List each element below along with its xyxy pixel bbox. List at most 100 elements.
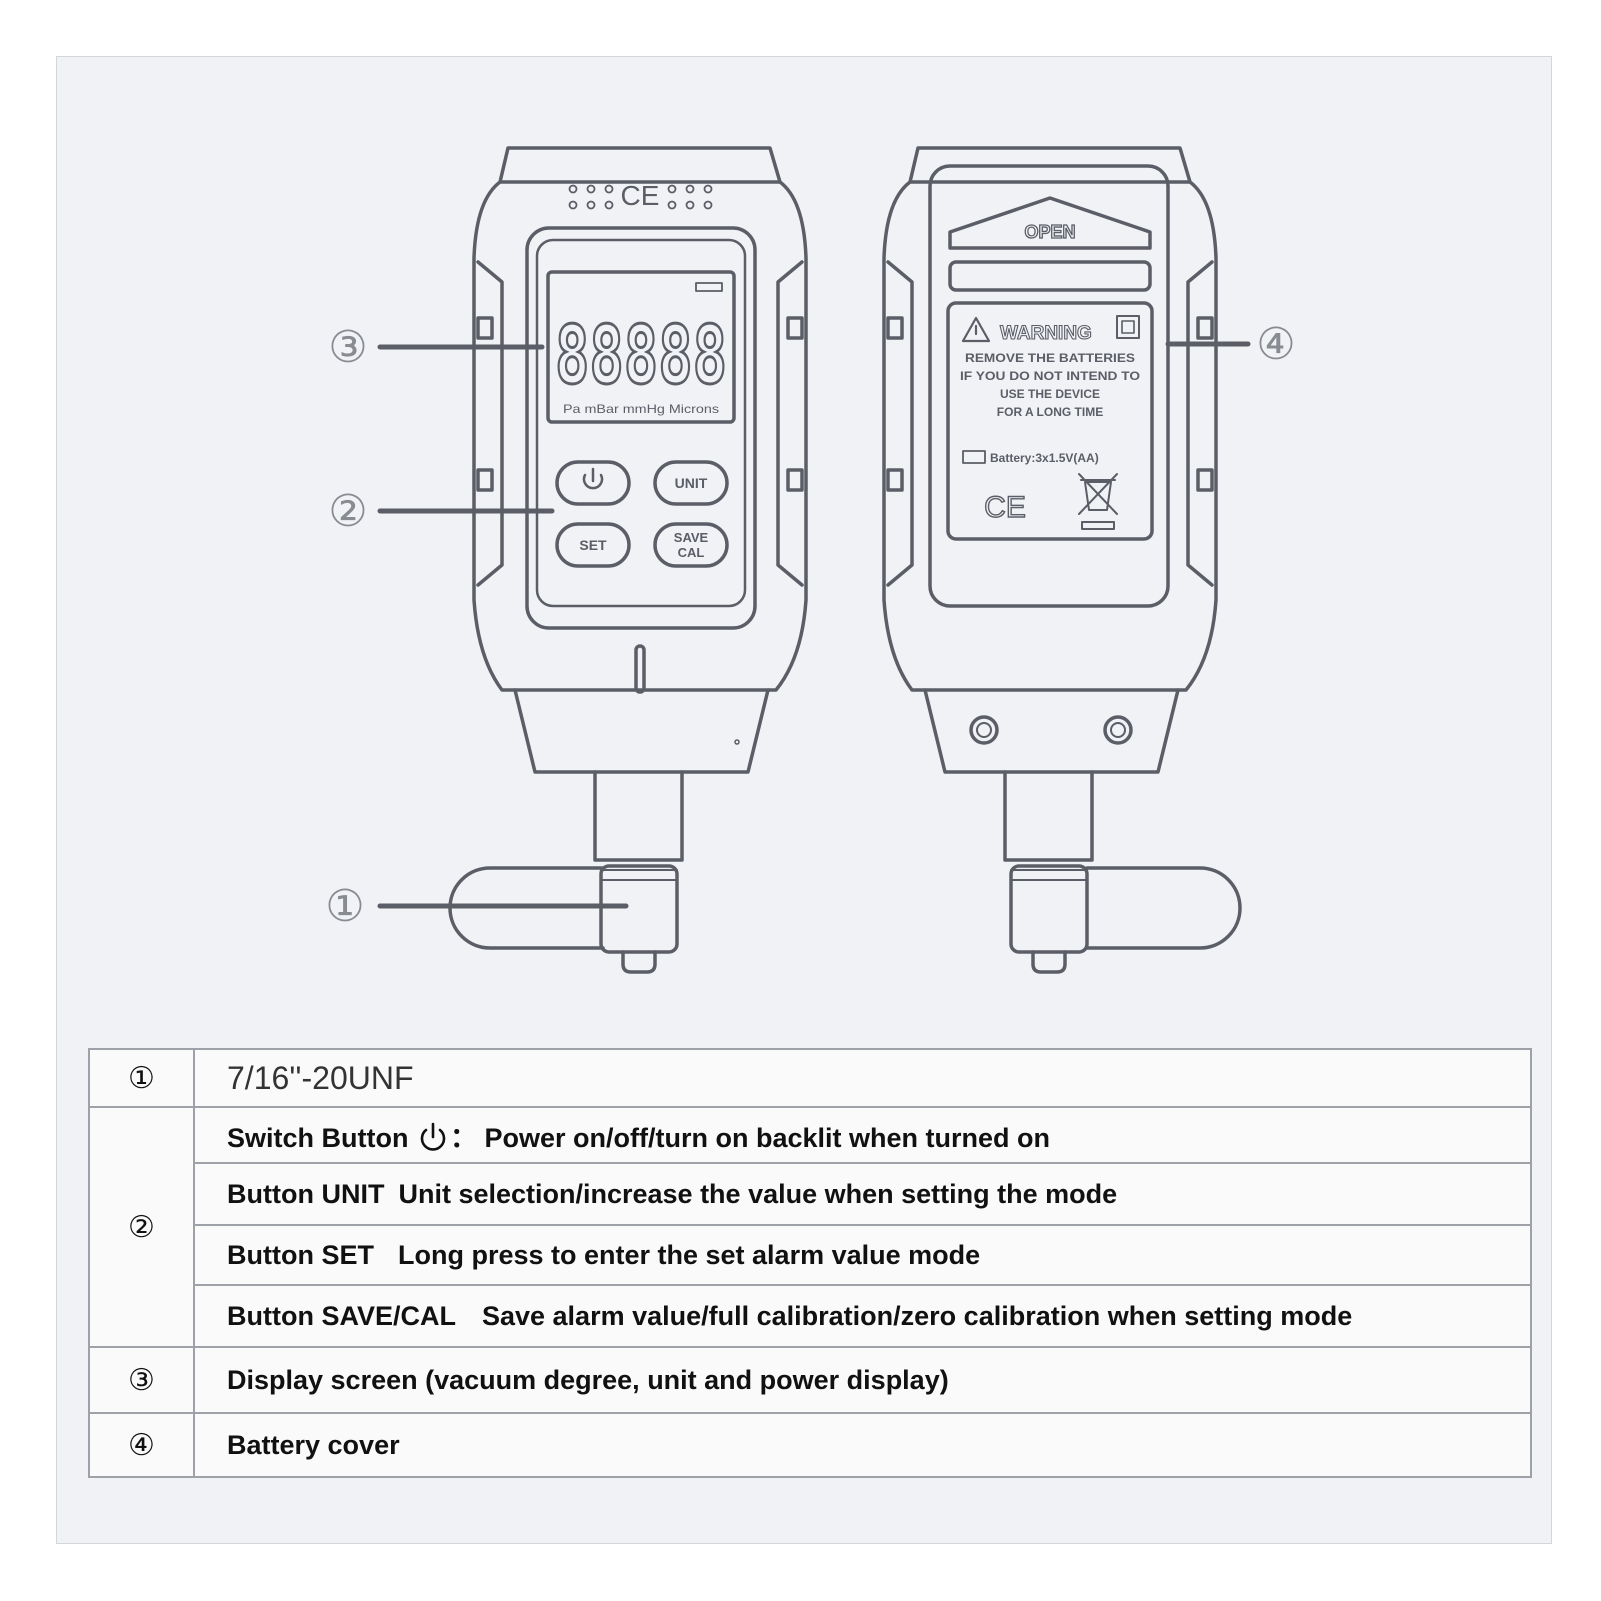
front-ce-mark: CE xyxy=(621,180,660,211)
lcd-screen xyxy=(546,270,736,424)
back-body-outline xyxy=(882,180,1218,692)
front-fitting-tip xyxy=(621,950,657,974)
save-cal-button[interactable] xyxy=(653,522,729,568)
power-button[interactable] xyxy=(555,460,631,506)
front-stem xyxy=(593,770,684,862)
warning-line: FOR A LONG TIME xyxy=(997,405,1103,419)
warning-label xyxy=(946,301,1154,541)
back-fitting xyxy=(1009,864,1089,954)
screw-left xyxy=(969,715,999,745)
weee-bin-icon xyxy=(1078,473,1118,530)
open-label: OPEN xyxy=(1024,222,1075,242)
table-row: Button SAVE/CAL Save alarm value/full cal… xyxy=(89,1284,1532,1348)
unit-button[interactable] xyxy=(653,460,729,506)
front-fitting-ring xyxy=(600,869,678,881)
cal-button-label: CAL xyxy=(678,545,705,560)
battery-cover[interactable] xyxy=(928,164,1170,608)
set-button-label: SET xyxy=(579,537,607,553)
warning-line: USE THE DEVICE xyxy=(1000,387,1100,401)
back-grip-notch xyxy=(886,468,904,492)
switch-desc: Power on/off/turn on backlit when turned… xyxy=(484,1122,1050,1153)
back-ce-mark: CE xyxy=(984,491,1026,524)
callout-1: ① xyxy=(325,881,364,932)
front-panel-inner xyxy=(535,238,747,608)
front-grip-notch xyxy=(786,468,804,492)
power-icon xyxy=(420,1122,446,1151)
table-row: ② Switch Button ： Power on/off/turn on b… xyxy=(88,1106,1532,1348)
unit-desc: Unit selection/increase the value when s… xyxy=(398,1178,1118,1209)
lcd-digits: 88888 xyxy=(555,309,727,402)
table-row: ③ Display screen (vacuum degree, unit an… xyxy=(88,1346,1532,1414)
table-row: Button SET Long press to enter the set al… xyxy=(89,1224,1532,1286)
set-button[interactable] xyxy=(555,522,631,568)
legend-unit-button: Button UNIT Unit selection/increase the v… xyxy=(193,1162,1532,1226)
cover-grip-bar xyxy=(948,260,1152,292)
back-stem xyxy=(1003,770,1094,862)
front-slot xyxy=(634,644,646,694)
legend-num-4: ④ xyxy=(88,1412,195,1478)
back-grip-notch xyxy=(886,316,904,340)
back-grip-notch xyxy=(1196,316,1214,340)
legend-save-cal-button: Button SAVE/CAL Save alarm value/full cal… xyxy=(193,1284,1532,1348)
back-grip-notch xyxy=(1196,468,1214,492)
front-grip-notch xyxy=(476,468,494,492)
legend-display-screen: Display screen (vacuum degree, unit and … xyxy=(193,1346,1532,1414)
speaker-dots xyxy=(568,184,713,210)
legend-num-3: ③ xyxy=(88,1346,195,1414)
set-desc: Long press to enter the set alarm value … xyxy=(397,1239,981,1270)
power-icon xyxy=(582,473,604,490)
legend-thread-spec: 7/16''-20UNF xyxy=(193,1048,1532,1108)
lcd-units: Pa mBar mmHg Microns xyxy=(563,402,719,416)
save-button-label: SAVE xyxy=(674,530,709,545)
battery-icon xyxy=(962,450,986,464)
front-view xyxy=(448,146,808,974)
double-insulation-icon xyxy=(1116,315,1140,339)
warning-line: REMOVE THE BATTERIES xyxy=(965,351,1135,365)
back-left-grip xyxy=(886,260,914,587)
legend-num-1: ① xyxy=(88,1048,195,1108)
screw-right xyxy=(1103,715,1133,745)
table-row: Button UNIT Unit selection/increase the v… xyxy=(89,1162,1532,1226)
back-fitting-ring xyxy=(1010,869,1088,881)
front-neck xyxy=(513,688,770,774)
front-top-cap xyxy=(498,146,782,184)
front-right-grip xyxy=(776,260,804,587)
device-diagram: CE 88888 Pa mBar mmHg Microns UNIT SET S… xyxy=(325,146,1296,974)
callout-4: ④ xyxy=(1256,319,1295,370)
front-grip-notch xyxy=(786,316,804,340)
callout-2: ② xyxy=(328,486,367,537)
unit-button-label: UNIT xyxy=(675,475,708,491)
legend-battery-cover: Battery cover xyxy=(193,1412,1532,1478)
front-panel xyxy=(525,226,757,630)
back-view xyxy=(882,146,1242,974)
warning-title: WARNING xyxy=(1000,323,1092,344)
front-grip-notch xyxy=(476,316,494,340)
unit-label: Button UNIT xyxy=(227,1178,385,1209)
switch-colon: ： xyxy=(450,1122,477,1153)
save-desc: Save alarm value/full calibration/zero c… xyxy=(481,1300,1353,1331)
warning-line: IF YOU DO NOT INTEND TO xyxy=(960,369,1140,383)
front-neck-dot xyxy=(734,739,740,745)
battery-indicator-icon xyxy=(695,282,723,292)
table-row: ① 7/16''-20UNF xyxy=(88,1048,1532,1108)
battery-spec: Battery:3x1.5V(AA) xyxy=(990,451,1099,465)
legend-table: ① 7/16''-20UNF ② Switch Button ： Power o… xyxy=(88,1048,1532,1478)
front-body-outline xyxy=(472,180,808,692)
legend-num-2: ② xyxy=(88,1106,195,1348)
legend-switch-button: Switch Button ： Power on/off/turn on bac… xyxy=(193,1106,1532,1164)
back-right-grip xyxy=(1186,260,1214,587)
save-label: Button SAVE/CAL xyxy=(227,1300,456,1331)
warning-triangle-icon xyxy=(961,316,991,343)
back-cap-loop xyxy=(1085,866,1242,950)
table-row: ④ Battery cover xyxy=(88,1412,1532,1478)
front-left-grip xyxy=(476,260,504,587)
front-fitting xyxy=(599,864,679,954)
open-arrow xyxy=(948,196,1152,250)
back-fitting-tip xyxy=(1031,950,1067,974)
switch-label: Switch Button xyxy=(227,1122,409,1153)
legend-set-button: Button SET Long press to enter the set al… xyxy=(193,1224,1532,1286)
back-neck xyxy=(923,688,1180,774)
set-label: Button SET xyxy=(227,1239,374,1270)
back-top-cap xyxy=(908,146,1192,184)
callout-3: ③ xyxy=(328,322,367,373)
